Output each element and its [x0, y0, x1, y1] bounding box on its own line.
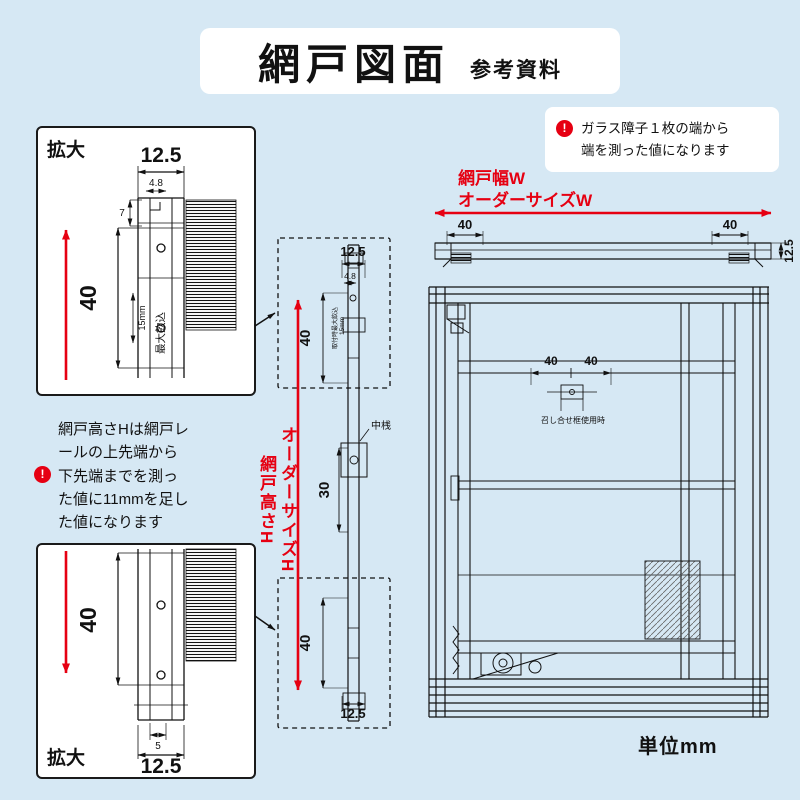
- dim-12-5-mid-bottom: 12.5: [340, 706, 365, 721]
- width-bar-profile: [434, 242, 772, 268]
- page-title: 網戸図面 参考資料: [200, 28, 620, 94]
- height-arrow-label-line2: オーダーサイズH: [278, 426, 297, 574]
- dim-12-5-bottom: 12.5: [141, 755, 182, 778]
- bottom-detail-rail-profile: [134, 548, 237, 721]
- alert-icon: !: [34, 466, 51, 483]
- dim-12-5-top: 12.5: [141, 144, 182, 167]
- height-note: ! 網戸高さHは網戸レ ールの上先端から 下先端までを測っ た値に11mmを足し…: [34, 418, 236, 534]
- bottom-detail-drawing: 40 5 12.5: [62, 548, 237, 778]
- page-title-sub: 参考資料: [470, 59, 562, 82]
- alert-icon: !: [556, 120, 573, 137]
- dashed-callout-bottom: [277, 577, 391, 729]
- dashed-callout-top: [277, 237, 391, 389]
- vertical-section-drawing: 12.5 4.8 40 30 40 12.5 取付時最大飲込 15mm 中桟: [254, 237, 391, 729]
- screen-panel: [450, 303, 736, 679]
- dim-40-bottom: 40: [75, 607, 101, 633]
- width-arrow-label: 網戸幅W オーダーサイズW: [458, 168, 592, 212]
- top-detail-dim-lines: [115, 166, 185, 369]
- height-note-line5: た値になります: [58, 514, 164, 531]
- dim-12-5-width: 12.5: [782, 239, 796, 263]
- unit-label: 単位mm: [638, 736, 718, 758]
- dim-7-top: 7: [119, 208, 125, 219]
- meeting-stile-callout: [530, 368, 612, 411]
- horizontal-section-drawing: 40 40 12.5: [434, 209, 796, 268]
- dim-4-8-top: 4.8: [149, 178, 163, 189]
- screen-mesh-hatch: [644, 560, 701, 640]
- label-15mm-mid: 15mm: [339, 317, 346, 335]
- label-middle-rail: 中桟: [371, 419, 391, 432]
- height-note-line1: 網戸高さHは網戸レ: [58, 421, 189, 438]
- dim-4-8-mid: 4.8: [344, 271, 356, 281]
- height-note-line3: 下先端までを測っ: [58, 467, 179, 485]
- width-note: ! ガラス障子１枚の端から 端を測った値になります: [545, 107, 779, 173]
- label-meeting-stile: 召し合せ框使用時: [541, 415, 605, 425]
- corner-and-roller-details: [446, 304, 559, 680]
- window-frame: [428, 286, 769, 718]
- label-15mm-top: 15mm: [137, 305, 147, 330]
- bottom-detail-dim-lines: [115, 552, 185, 759]
- width-note-line2: 端を測った値になります: [581, 142, 730, 158]
- dim-40-width-left: 40: [458, 217, 472, 232]
- dim-40-width-right: 40: [723, 217, 737, 232]
- dim-12-5-mid-top: 12.5: [340, 244, 365, 259]
- dim-30-mid: 30: [316, 482, 333, 499]
- window-elevation-drawing: 40 40 召し合せ框使用時: [428, 286, 769, 718]
- page-title-main: 網戸図面: [257, 40, 450, 88]
- height-note-line2: ールの上先端から: [58, 444, 179, 462]
- dim-40-mid-bottom: 40: [297, 635, 314, 652]
- detail-box-bottom: 拡大: [36, 543, 256, 779]
- dim-40-mid-top: 40: [297, 330, 314, 347]
- height-note-line4: た値に11mmを足し: [58, 490, 189, 508]
- dim-40-top: 40: [75, 285, 101, 311]
- enlarge-label-top: 拡大: [47, 140, 86, 161]
- detail-box-top: 拡大: [36, 126, 256, 396]
- brush-seal-hatch: [185, 199, 237, 331]
- dim-40-window-right: 40: [584, 354, 598, 368]
- top-detail-drawing: 12.5 4.8 7 40 15mm 最大飲込: [62, 144, 237, 380]
- vertical-profile: [340, 244, 368, 722]
- height-arrow-label: 網戸高さH オーダーサイズH: [256, 410, 298, 590]
- width-arrow-label-line1: 網戸幅W: [458, 169, 526, 188]
- width-arrow-label-line2: オーダーサイズW: [458, 191, 593, 211]
- top-detail-rail-profile: [137, 197, 237, 378]
- label-max-engage-mid: 取付時最大飲込: [331, 307, 339, 349]
- dim-40-window-left: 40: [544, 354, 558, 368]
- height-arrow-label-line1: 網戸高さH: [257, 454, 276, 546]
- enlarge-label-bottom: 拡大: [47, 748, 86, 769]
- width-note-line1: ガラス障子１枚の端から: [581, 121, 730, 136]
- label-max-engage-top: 最大飲込: [154, 312, 167, 354]
- vertical-dim-lines: [254, 260, 370, 710]
- dim-5-bottom: 5: [155, 741, 161, 752]
- brush-seal-hatch: [185, 548, 237, 662]
